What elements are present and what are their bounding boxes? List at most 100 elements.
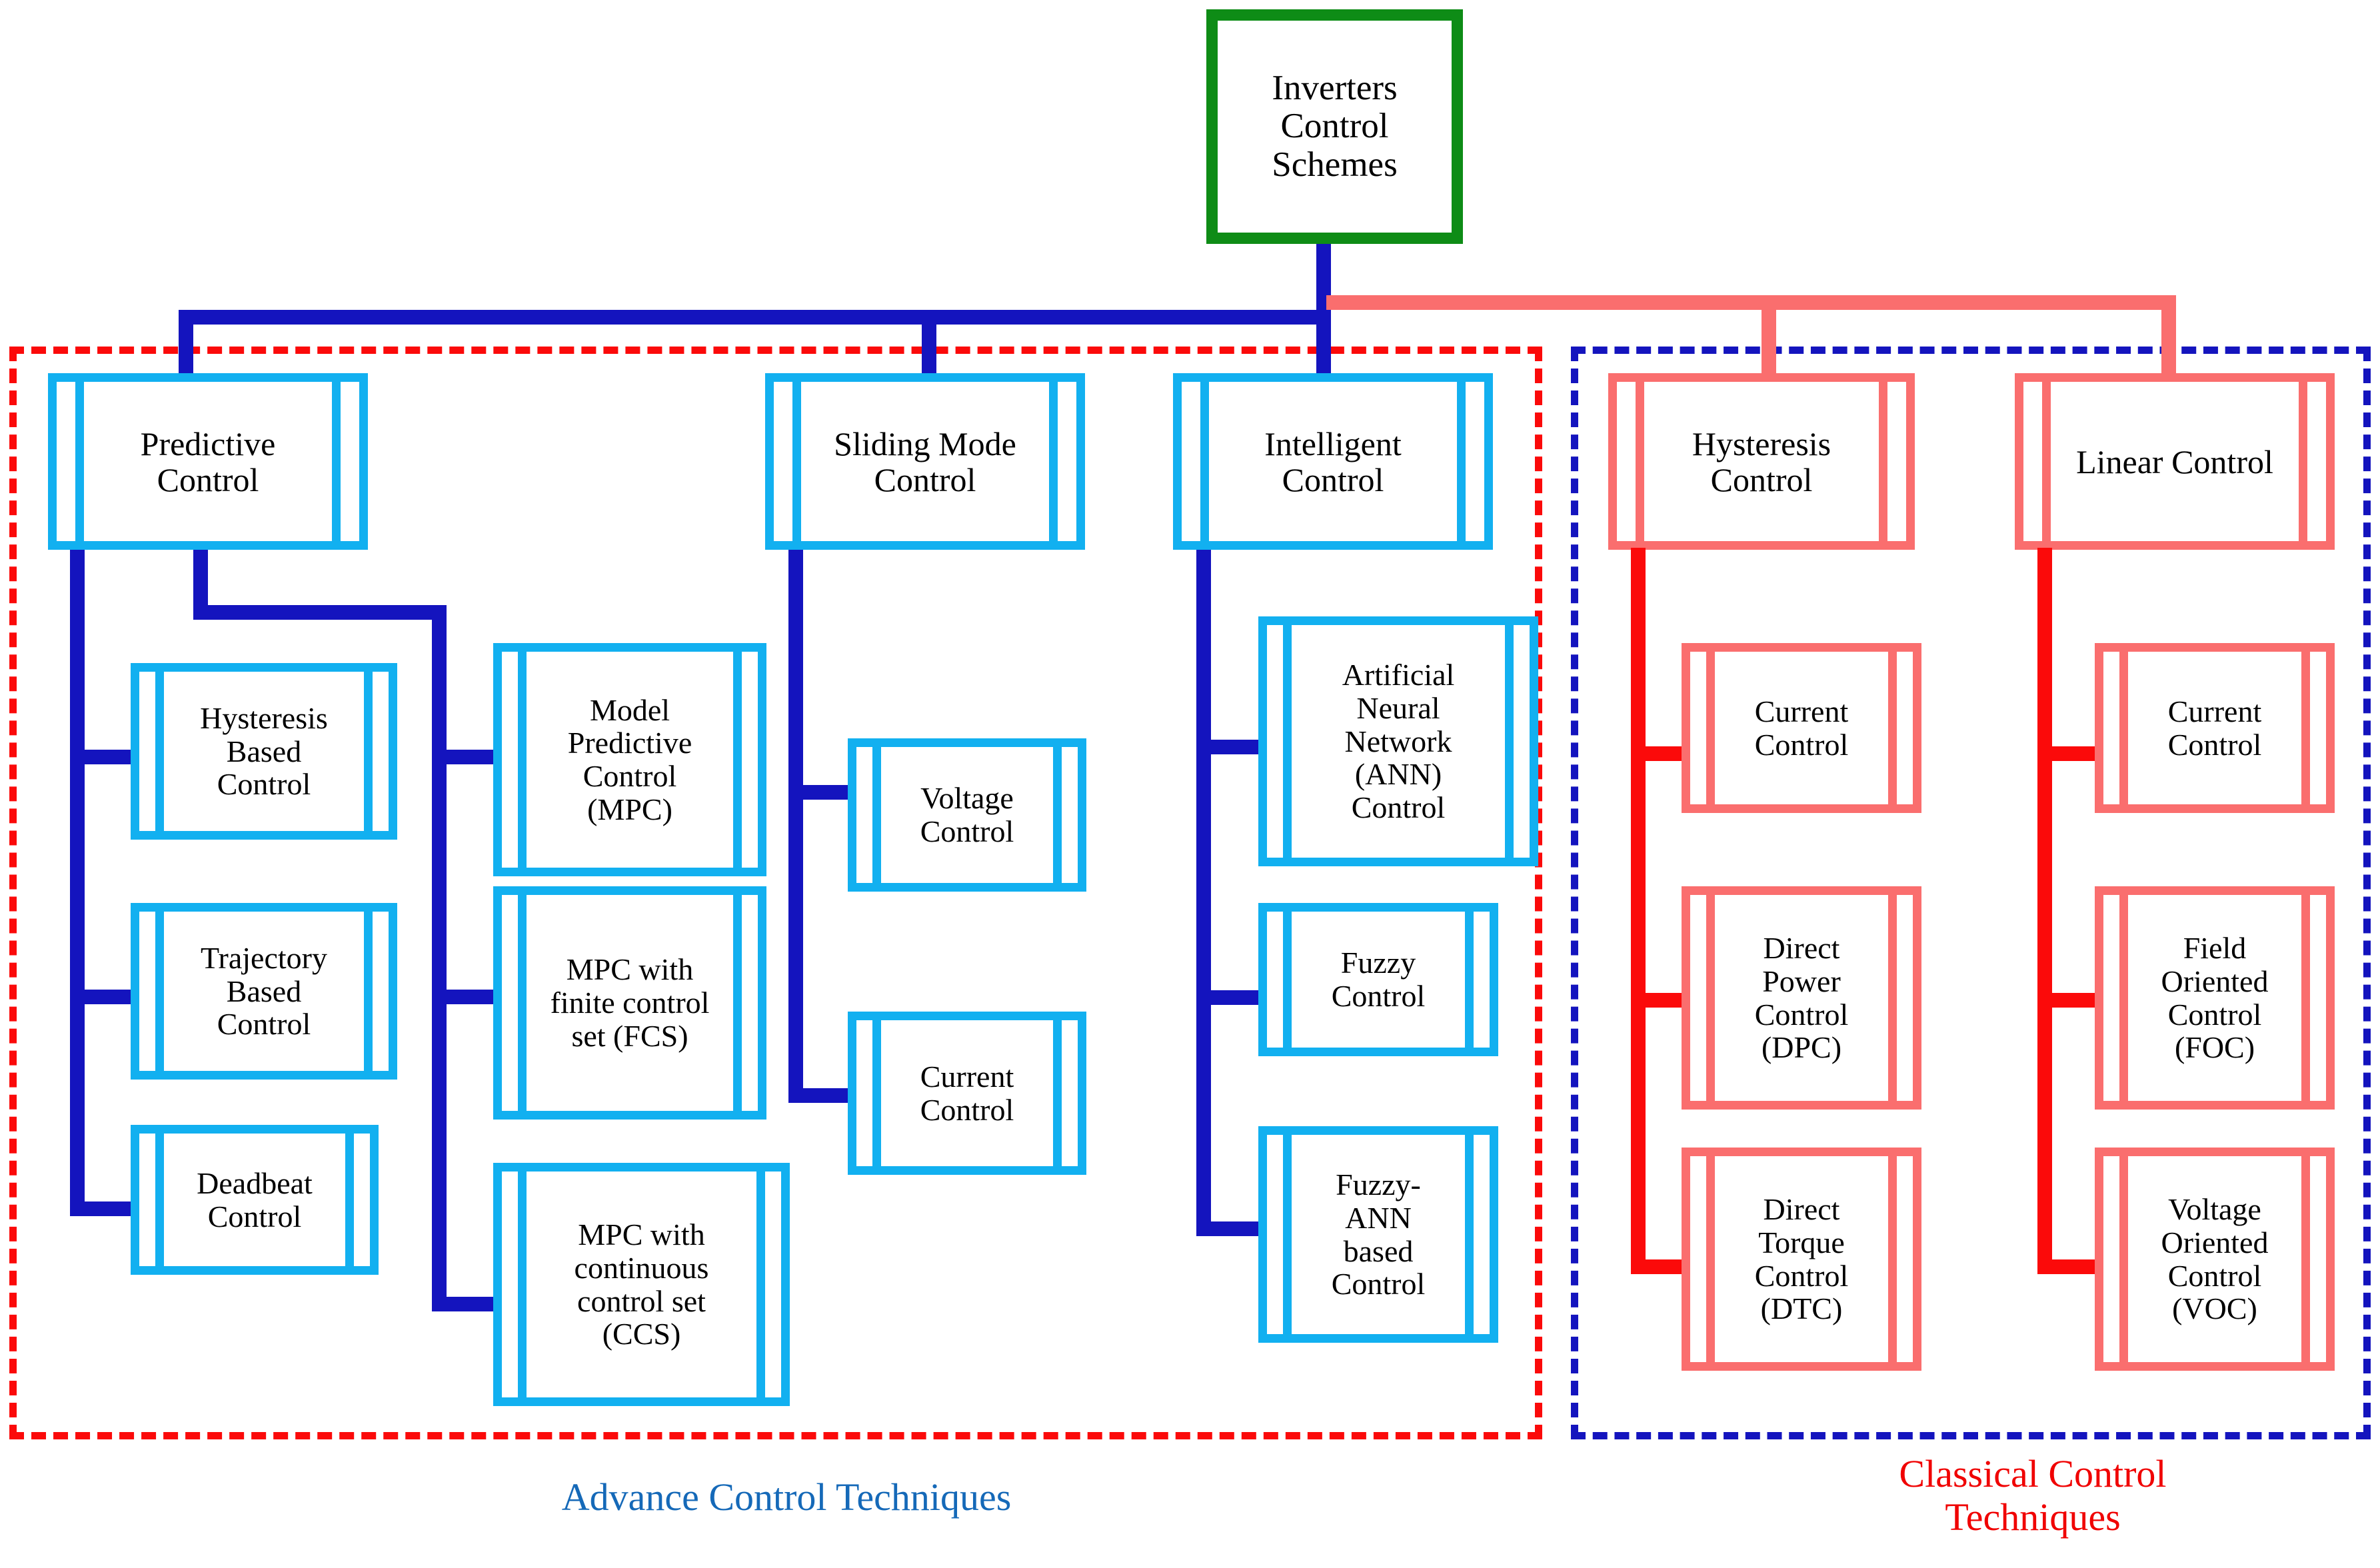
connector-linear-stub-1 — [2037, 746, 2107, 761]
box-rail-right — [2301, 1156, 2310, 1362]
box-rail-right — [2299, 382, 2307, 541]
box-rail-left — [1636, 382, 1644, 541]
node-label: Current Control — [1754, 694, 1849, 762]
node-label: Sliding Mode Control — [834, 424, 1016, 498]
connector-hysteresis-spine — [1631, 548, 1646, 1274]
connector-drop-hysteresis — [1762, 295, 1776, 375]
node-root-inverters-control-schemes[interactable]: Inverters Control Schemes — [1206, 9, 1463, 244]
node-fuzzy-control[interactable]: Fuzzy Control — [1258, 903, 1498, 1056]
box-rail-right — [1465, 1135, 1474, 1334]
connector-classical-bus — [1326, 295, 2176, 310]
node-label: Artificial Neural Network (ANN) Control — [1342, 658, 1455, 824]
node-deadbeat-control[interactable]: Deadbeat Control — [131, 1125, 379, 1275]
node-linear-current-control[interactable]: Current Control — [2095, 643, 2335, 813]
box-rail-right — [1457, 382, 1466, 541]
connector-drop-linear — [2161, 295, 2176, 375]
box-rail-left — [1283, 625, 1292, 858]
box-rail-left — [1706, 652, 1715, 804]
node-field-oriented-control-foc[interactable]: Field Oriented Control (FOC) — [2095, 886, 2335, 1110]
box-rail-left — [1200, 382, 1209, 541]
node-label: Hysteresis Control — [1692, 424, 1831, 498]
connector-predictive-right-stub-3 — [432, 1297, 502, 1311]
connector-sliding-mode-spine — [788, 550, 803, 1103]
node-label: MPC with finite control set (FCS) — [550, 952, 710, 1053]
connector-linear-spine — [2037, 548, 2052, 1274]
node-mpc-continuous-control-set-ccs[interactable]: MPC with continuous control set (CCS) — [493, 1163, 790, 1406]
group-advance-control-techniques — [9, 347, 1542, 1439]
connector-predictive-left-stub-2 — [70, 990, 140, 1004]
connector-predictive-right-run — [193, 605, 447, 620]
box-rail-right — [2301, 652, 2310, 804]
box-rail-right — [1049, 382, 1058, 541]
node-label: Fuzzy Control — [1331, 946, 1426, 1013]
box-rail-left — [872, 1020, 881, 1166]
node-label: Fuzzy- ANN based Control — [1331, 1168, 1426, 1301]
box-rail-left — [1283, 912, 1292, 1048]
node-intelligent-control[interactable]: Intelligent Control — [1173, 373, 1493, 550]
connector-predictive-right-stub-2 — [432, 990, 502, 1004]
box-rail-left — [1706, 1156, 1715, 1362]
box-rail-right — [345, 1134, 354, 1266]
node-predictive-control[interactable]: Predictive Control — [48, 373, 368, 550]
node-label: Direct Power Control (DPC) — [1754, 931, 1849, 1065]
box-rail-left — [1283, 1135, 1292, 1334]
connector-intelligent-stub-3 — [1196, 1221, 1266, 1236]
box-rail-left — [872, 747, 881, 883]
node-artificial-neural-network-ann-control[interactable]: Artificial Neural Network (ANN) Control — [1258, 616, 1538, 866]
node-direct-torque-control-dtc[interactable]: Direct Torque Control (DTC) — [1682, 1148, 1921, 1371]
box-rail-right — [733, 652, 742, 868]
connector-intelligent-spine — [1196, 550, 1211, 1236]
connector-intelligent-stub-2 — [1196, 990, 1266, 1005]
box-rail-left — [518, 652, 527, 868]
box-rail-right — [1053, 1020, 1062, 1166]
node-voltage-oriented-control-voc[interactable]: Voltage Oriented Control (VOC) — [2095, 1148, 2335, 1371]
node-label: Voltage Oriented Control (VOC) — [2161, 1192, 2269, 1326]
box-rail-left — [2042, 382, 2051, 541]
box-rail-left — [2119, 1156, 2128, 1362]
node-fuzzy-ann-based-control[interactable]: Fuzzy- ANN based Control — [1258, 1126, 1498, 1343]
connector-predictive-left-drop — [70, 550, 85, 1216]
node-trajectory-based-control[interactable]: Trajectory Based Control — [131, 903, 397, 1080]
node-label: Inverters Control Schemes — [1272, 69, 1398, 184]
connector-predictive-right-spine — [432, 605, 447, 1311]
box-rail-right — [2301, 895, 2310, 1101]
box-rail-left — [155, 672, 164, 831]
node-direct-power-control-dpc[interactable]: Direct Power Control (DPC) — [1682, 886, 1921, 1110]
connector-intelligent-stub-1 — [1196, 740, 1266, 754]
node-label: Model Predictive Control (MPC) — [567, 692, 692, 826]
connector-predictive-left-stub-3 — [70, 1201, 140, 1216]
node-model-predictive-control-mpc[interactable]: Model Predictive Control (MPC) — [493, 643, 766, 876]
node-sliding-mode-control[interactable]: Sliding Mode Control — [765, 373, 1085, 550]
node-sliding-mode-current-control[interactable]: Current Control — [848, 1012, 1086, 1175]
node-label: Trajectory Based Control — [201, 940, 327, 1042]
box-rail-left — [155, 912, 164, 1071]
box-rail-right — [364, 672, 373, 831]
connector-sliding-mode-stub-1 — [788, 785, 858, 800]
box-rail-right — [1879, 382, 1887, 541]
node-label: Deadbeat Control — [197, 1166, 313, 1233]
box-rail-right — [364, 912, 373, 1071]
connector-drop-sliding-mode — [922, 310, 936, 380]
caption-classical-control-techniques: Classical Control Techniques — [1899, 1452, 2167, 1539]
node-classical-current-control[interactable]: Current Control — [1682, 643, 1921, 813]
caption-advance-control-techniques: Advance Control Techniques — [561, 1475, 1012, 1519]
box-rail-right — [1465, 912, 1474, 1048]
node-label: Linear Control — [2076, 442, 2273, 480]
group-classical-control-techniques — [1571, 347, 2371, 1439]
node-label: Current Control — [2167, 694, 2262, 762]
connector-sliding-mode-stub-2 — [788, 1088, 858, 1103]
node-mpc-finite-control-set-fcs[interactable]: MPC with finite control set (FCS) — [493, 886, 766, 1120]
box-rail-left — [518, 895, 527, 1111]
node-label: Field Oriented Control (FOC) — [2161, 931, 2269, 1065]
node-linear-control[interactable]: Linear Control — [2015, 373, 2335, 550]
node-label: MPC with continuous control set (CCS) — [574, 1217, 709, 1351]
connector-linear-stub-3 — [2037, 1259, 2107, 1274]
node-hysteresis-based-control[interactable]: Hysteresis Based Control — [131, 663, 397, 840]
connector-linear-stub-2 — [2037, 993, 2107, 1008]
box-rail-left — [2119, 652, 2128, 804]
box-rail-right — [1888, 895, 1897, 1101]
node-hysteresis-control[interactable]: Hysteresis Control — [1608, 373, 1915, 550]
node-label: Voltage Control — [920, 781, 1014, 848]
node-sliding-mode-voltage-control[interactable]: Voltage Control — [848, 738, 1086, 892]
